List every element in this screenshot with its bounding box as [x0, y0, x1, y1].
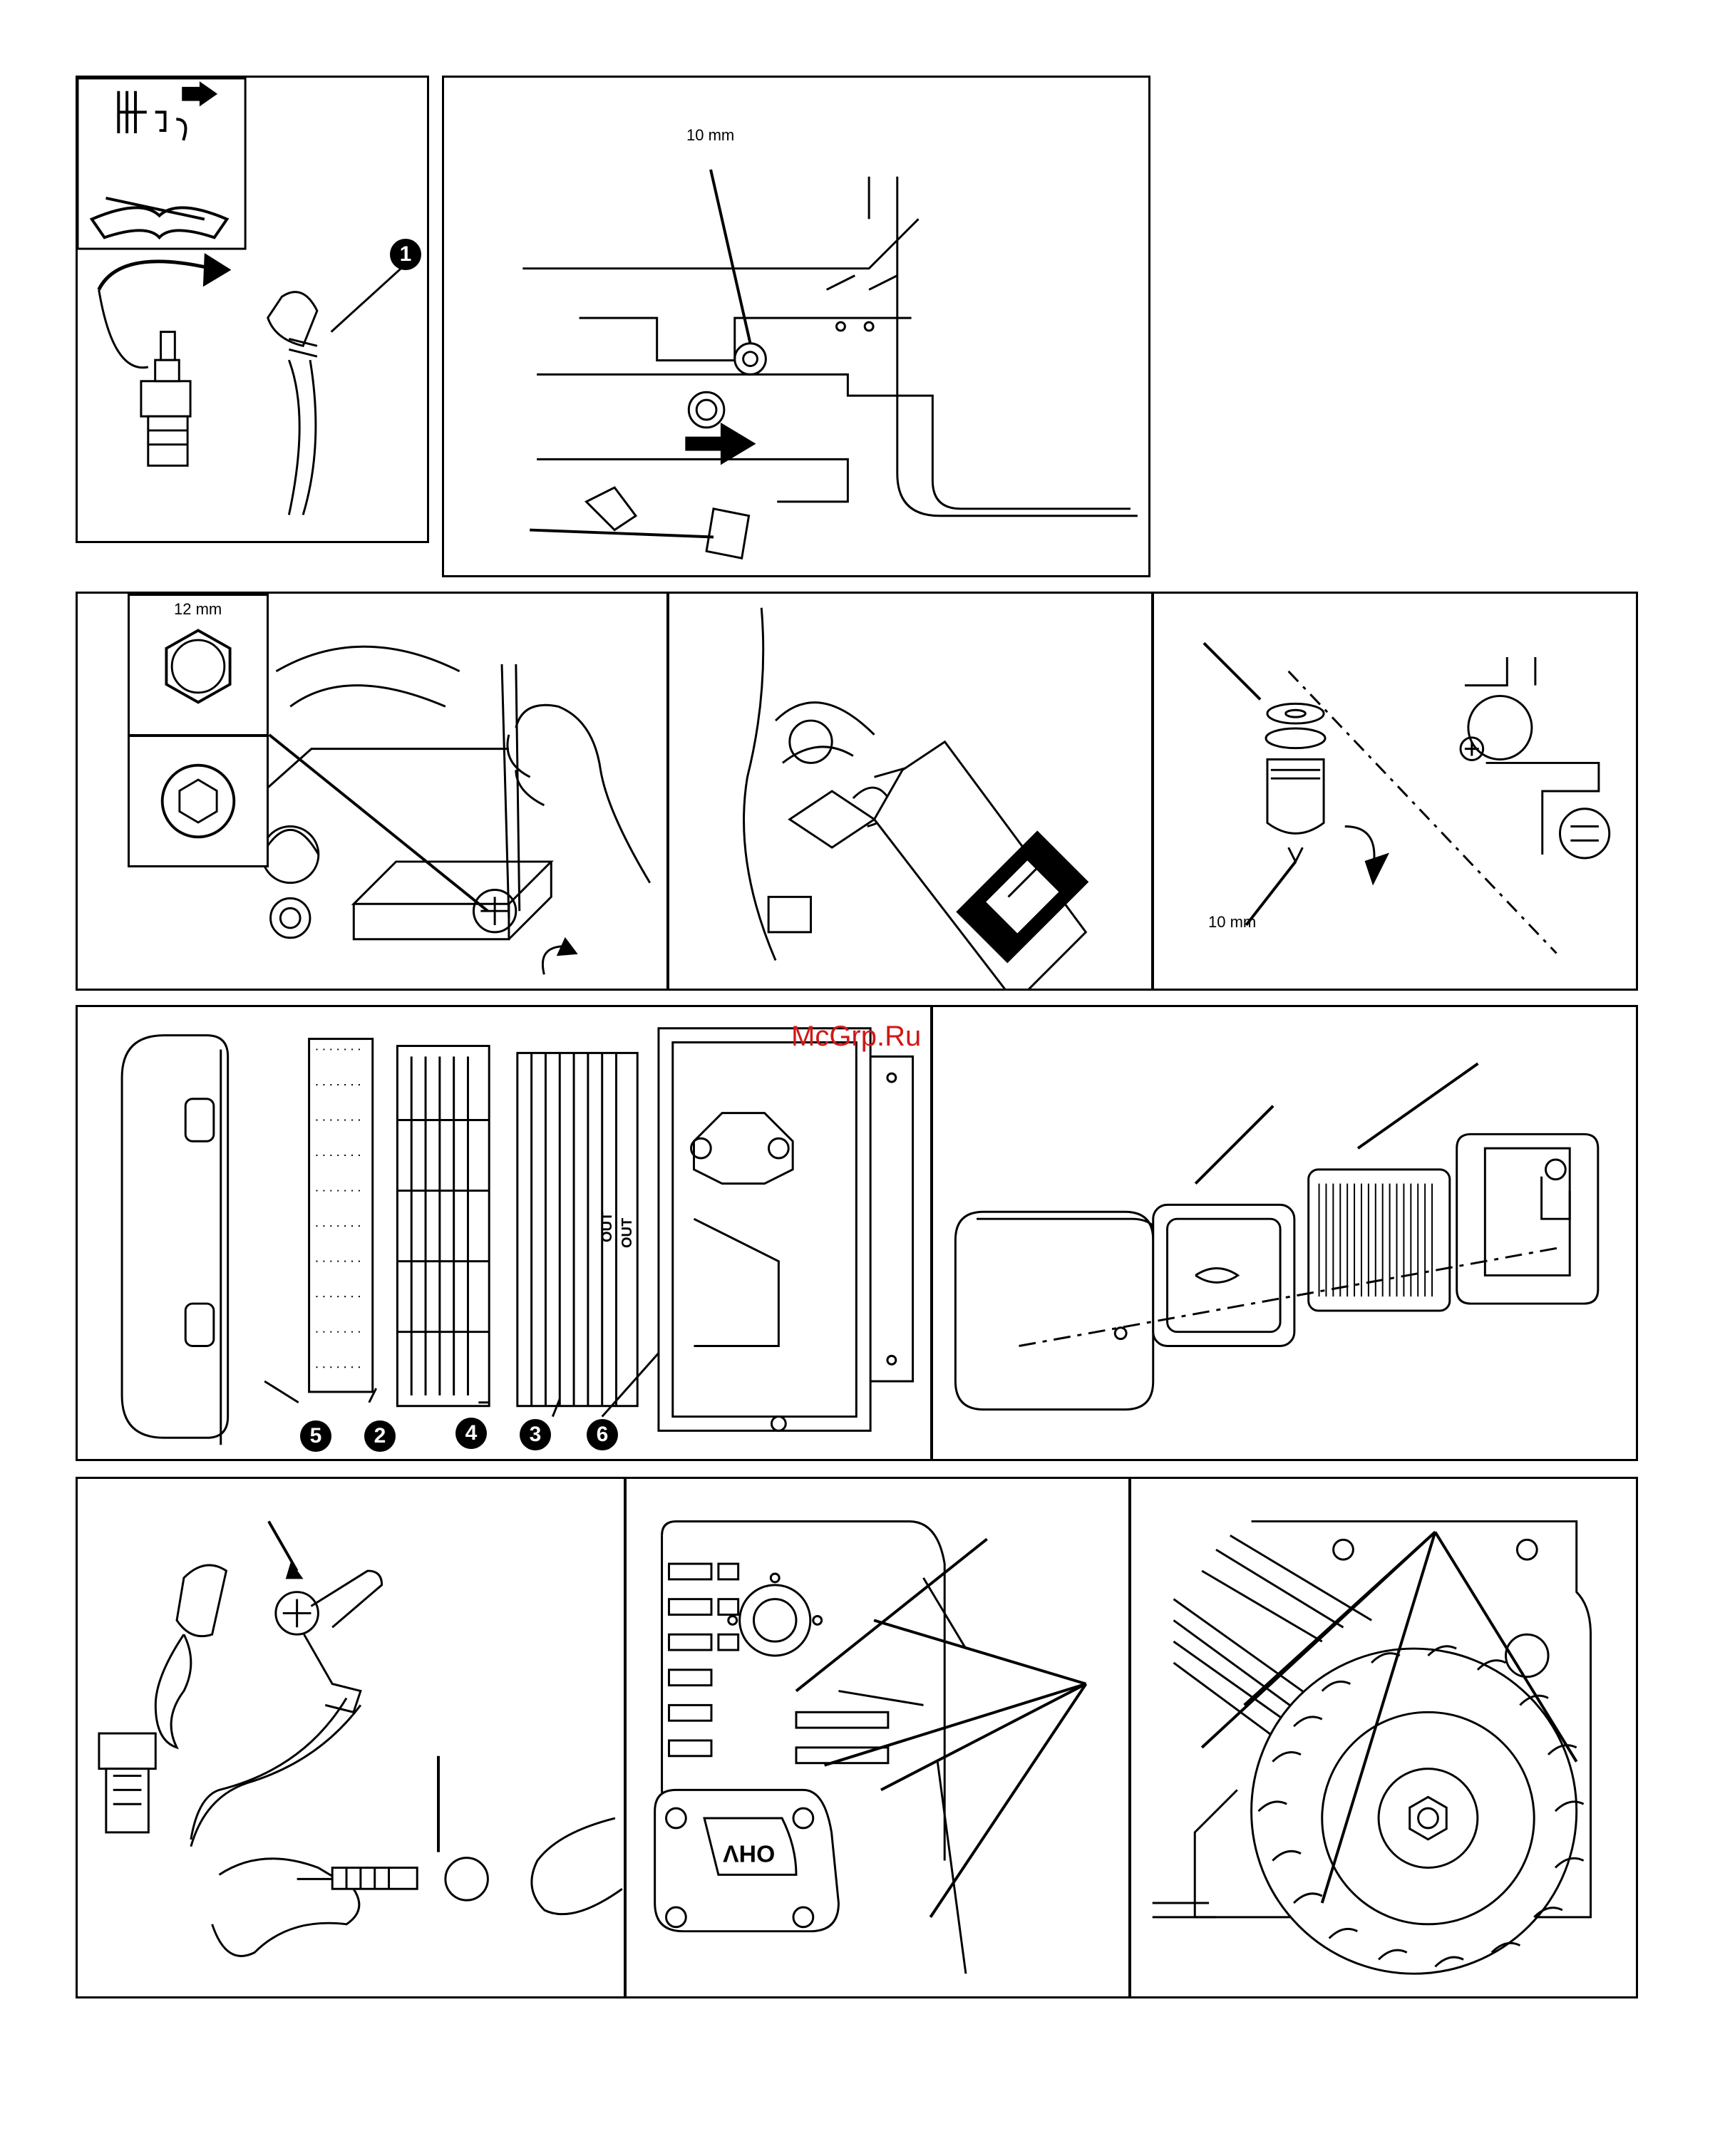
spark-plug-check-illustration [78, 1479, 624, 1996]
spark-plug-icon [99, 1733, 155, 1832]
panel-spark-plug-disconnect: 1 [76, 76, 429, 543]
allen-plug-inset [128, 735, 269, 867]
watermark: McGrp.Ru [791, 1021, 921, 1053]
panel-oil-fill [667, 592, 1153, 991]
paper-element-icon [1309, 1170, 1450, 1311]
cooling-fins-ohv-illustration: OHV [627, 1479, 1128, 1996]
svg-text:OHV: OHV [723, 1840, 776, 1867]
panel-drain-plug-removal: 12 mm [76, 592, 669, 991]
hands-gapping-icon [212, 1818, 622, 1956]
pull-arrow-icon [99, 262, 212, 290]
spark-plug-icon [141, 332, 190, 466]
spark-tester-icon [155, 1565, 381, 1847]
oil-bottle-icon [875, 742, 1088, 989]
callout-3: 3 [520, 1419, 551, 1450]
callout-5: 5 [300, 1420, 331, 1452]
panel-air-filter-flat [931, 1005, 1638, 1461]
pre-cleaner-icon [309, 1039, 373, 1392]
wrench-size-label: 10 mm [1208, 913, 1256, 932]
callout-4: 4 [455, 1418, 487, 1449]
foam-prefilter-icon [1153, 1205, 1294, 1346]
spark-plug-disconnect-illustration [78, 78, 427, 541]
rotate-arrow-icon [1366, 855, 1387, 883]
panel-flywheel-cleaning [1129, 1477, 1638, 1998]
fuel-valve-icon [1468, 696, 1532, 759]
panel-oil-drain: 10 mm [442, 76, 1150, 577]
wrench-size-label: 12 mm [174, 600, 222, 619]
panel-air-filter-exploded: OUT OUT 5 2 4 3 6 [76, 1005, 932, 1461]
wrench-size-label: 10 mm [686, 126, 734, 145]
filter-out-label: OUT [599, 1212, 616, 1242]
panel-fuel-sediment: 10 mm [1152, 592, 1638, 991]
spark-plug-wire-icon [268, 292, 317, 515]
callout-1: 1 [390, 239, 421, 270]
air-filter-exploded-illustration [78, 1007, 930, 1459]
callout-6: 6 [587, 1419, 618, 1450]
callout-2: 2 [364, 1420, 396, 1452]
oil-fill-illustration [669, 594, 1151, 989]
oil-drain-plug-icon [706, 509, 748, 558]
panel-spark-plug-check [76, 1477, 626, 1998]
flat-cover-icon [955, 1212, 1153, 1409]
filter-out-label: OUT [619, 1218, 636, 1248]
o-ring-icon [1266, 728, 1325, 748]
washer-icon [1267, 703, 1324, 723]
hex-plug-icon [166, 631, 230, 703]
air-filter-flat-illustration [933, 1007, 1636, 1459]
flywheel-cleaning-illustration [1131, 1479, 1636, 1996]
panel-cooling-fins-ohv: OHV [624, 1477, 1131, 1998]
oil-drain-illustration [444, 78, 1148, 575]
filter-cover-icon [122, 1036, 228, 1438]
flywheel-icon [1252, 1646, 1584, 1974]
flat-base-icon [1457, 1134, 1598, 1304]
hex-plug-inset: 12 mm [128, 594, 269, 736]
filter-base-icon [659, 1028, 870, 1431]
ohv-valve-cover-icon: OHV [655, 1790, 839, 1931]
